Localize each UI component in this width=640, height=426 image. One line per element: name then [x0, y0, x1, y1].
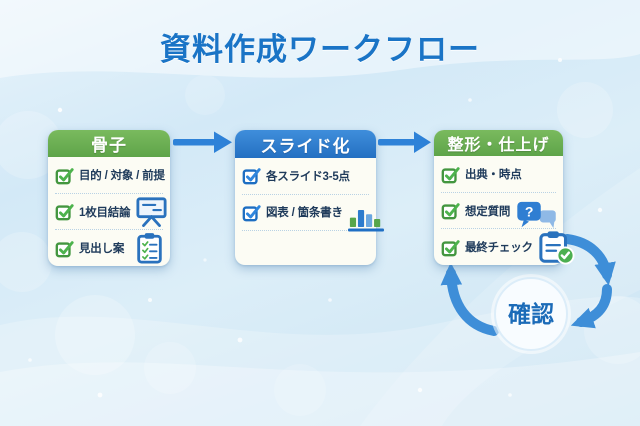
flow-arrow-1: [173, 131, 232, 153]
checkbox-green-icon: [55, 239, 74, 258]
loop-arrow-right-upper: [562, 234, 616, 286]
checklist-item-label: 1枚目結論: [79, 206, 131, 219]
step-header: 整形・仕上げ: [434, 130, 563, 157]
checklist-item: 1枚目結論: [55, 192, 167, 230]
checkbox-green-icon: [441, 238, 460, 257]
checklist-item: 出典・時点: [441, 156, 556, 192]
loop-arrow-left: [440, 262, 499, 336]
checklist: 各スライド3-5点 図表 / 箇条書き: [235, 158, 384, 265]
checklist-item-label: 最終チェック: [465, 242, 533, 255]
checklist-item-label: 各スライド3-5点: [266, 170, 350, 183]
checklist-item: 図表 / 箇条書き: [242, 193, 384, 232]
checklist-item-label: 図表 / 箇条書き: [266, 207, 343, 220]
question-bubbles-icon: ?: [515, 200, 559, 230]
step-header: 骨子: [48, 130, 170, 158]
checkbox-green-icon: [55, 202, 74, 221]
checklist-item-label: 見出し案: [79, 243, 125, 256]
confirm-circle: [494, 277, 568, 351]
step-header: スライド化: [235, 130, 376, 158]
flow-arrow-2: [378, 131, 431, 153]
checklist: 出典・時点 想定質問 ? 最終チェック: [434, 156, 575, 265]
confirmation-loop: 確認: [440, 234, 616, 354]
step-card-finishing: 整形・仕上げ 出典・時点 想定質問 ? 最終チェック: [434, 130, 575, 265]
checklist-item: 見出し案: [55, 229, 163, 266]
confirm-label: 確認: [508, 301, 554, 327]
checklist-item-label: 想定質問: [465, 205, 511, 218]
checkbox-green-icon: [441, 165, 460, 184]
checklist-item-label: 目的 / 対象 / 前提: [79, 170, 165, 183]
bar-chart-icon: [347, 206, 384, 232]
checklist: 目的 / 対象 / 前提 1枚目結論 見出し案: [48, 157, 170, 266]
whiteboard-icon: [135, 196, 168, 228]
checklist-item: 目的 / 対象 / 前提: [55, 157, 165, 193]
checklist-item: 各スライド3-5点: [242, 158, 369, 194]
checklist-item: 最終チェック: [441, 228, 575, 265]
svg-text:?: ?: [525, 204, 533, 220]
loop-arrow-right-lower: [570, 284, 612, 329]
clipboard-list-icon: [136, 232, 163, 264]
checkbox-green-icon: [441, 201, 460, 220]
clipboard-check-icon: [538, 229, 575, 265]
checklist-item-label: 出典・時点: [465, 169, 522, 182]
step-card-outline: 骨子 目的 / 対象 / 前提 1枚目結論 見出し案: [48, 130, 170, 266]
step-card-slides: スライド化 各スライド3-5点 図表 / 箇条書き: [235, 130, 384, 265]
checklist-item: 想定質問 ?: [441, 191, 559, 230]
page-title: 資料作成ワークフロー: [160, 32, 480, 67]
checkbox-green-icon: [55, 166, 74, 185]
checkbox-blue-icon: [242, 166, 261, 185]
checkbox-blue-icon: [242, 203, 261, 222]
